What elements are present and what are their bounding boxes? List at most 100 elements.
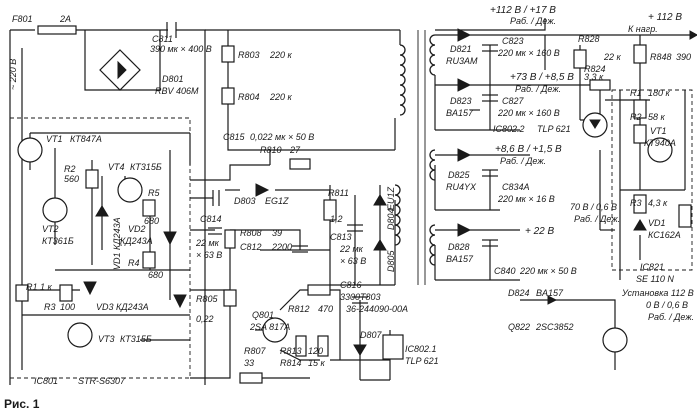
resistor-r803 xyxy=(221,45,235,63)
diode-vd3 xyxy=(83,281,97,296)
label-q801-type: 2SA 817A xyxy=(249,322,290,332)
label-out-22: + 22 В xyxy=(525,226,555,237)
transformer-secondary-coil-1 xyxy=(429,34,436,76)
label-vt2-type: КТ361Б xyxy=(42,236,74,246)
diode-d823 xyxy=(457,78,472,92)
label-d804-type: EU1Z xyxy=(386,186,396,210)
label-c827: C827 xyxy=(502,96,525,106)
label-r813: R813 xyxy=(280,346,302,356)
fuse-f801 xyxy=(37,25,77,35)
label-r805-value: 0,22 xyxy=(196,314,214,324)
label-f801: F801 xyxy=(12,14,33,24)
label-vd2-type: КД243А xyxy=(120,236,153,246)
label-r2-right-value: 58 к xyxy=(648,112,666,122)
label-r2-right: R2 xyxy=(630,112,642,122)
transformer-feedback-coil xyxy=(394,184,401,246)
label-vd2: VD2 xyxy=(128,224,146,234)
label-r810: R810 xyxy=(260,145,282,155)
label-vd1-right: VD1 xyxy=(648,218,666,228)
label-setting: Установка 112 В xyxy=(621,288,694,298)
transistor-vt1 xyxy=(17,137,43,163)
label-r824-value: 3,3 к xyxy=(584,72,604,82)
diode-d825 xyxy=(457,148,472,162)
resistor-r1-right xyxy=(633,99,647,119)
label-r848-value: 390 xyxy=(676,52,691,62)
label-out-73-85: +73 В / +8,5 В xyxy=(510,72,574,83)
label-r812-value: 470 xyxy=(318,304,333,314)
label-r2-value: 560 xyxy=(64,174,79,184)
label-q822-type: 2SC3852 xyxy=(535,322,574,332)
resistor-r814 xyxy=(317,335,329,357)
diode-d804 xyxy=(373,194,387,206)
label-c814: C814 xyxy=(200,214,222,224)
label-c823: C823 xyxy=(502,36,524,46)
zener-vd1-right xyxy=(633,219,647,231)
label-vt4-type: КТ315Б xyxy=(130,162,162,172)
transistor-vt1-right xyxy=(647,137,673,163)
label-vd1-type: КД243А xyxy=(112,217,122,250)
resistor-r3-right xyxy=(633,194,647,214)
label-r848: R848 xyxy=(650,52,672,62)
diode-d821 xyxy=(457,28,472,42)
resistor-r805 xyxy=(223,289,237,307)
label-r5-value: 680 xyxy=(144,216,159,226)
label-c834a: C834A xyxy=(502,182,530,192)
diode-vd1 xyxy=(95,205,109,217)
diode-ic801-protect xyxy=(173,294,187,309)
label-d807: D807 xyxy=(360,330,383,340)
label-mode-4: Раб. / Деж. xyxy=(574,214,620,224)
label-mode-3: Раб. / Деж. xyxy=(500,156,546,166)
label-out-112-17: +112 В / +17 В xyxy=(490,5,556,16)
transistor-vt4 xyxy=(117,177,143,203)
label-d824: D824 xyxy=(508,288,530,298)
label-c814-value-1: 22 мк xyxy=(195,238,220,248)
label-d803: D803 xyxy=(234,196,256,206)
label-vt3-type: КТ315Б xyxy=(120,334,152,344)
label-r804-value: 220 к xyxy=(269,92,293,102)
transformer-secondary-coil-2 xyxy=(429,149,436,181)
label-c811-value: 390 мк × 400 В xyxy=(150,44,212,54)
label-r814-value: 15 к xyxy=(308,358,326,368)
label-r811: R811 xyxy=(328,188,349,198)
transistor-q801 xyxy=(262,317,288,343)
resistor-r2-right xyxy=(633,124,647,144)
resistor-r804 xyxy=(221,87,235,105)
transformer-primary-coil xyxy=(399,44,406,116)
resistor-r4 xyxy=(142,251,156,269)
label-vt1-type: КТ847А xyxy=(70,134,102,144)
optocoupler-led-glyph xyxy=(589,119,601,129)
transistor-vt3 xyxy=(67,322,93,348)
arrow-to-load xyxy=(689,30,697,40)
resistor-right-edge xyxy=(678,204,692,228)
resistor-r5 xyxy=(142,199,156,217)
label-mode-1: Раб. / Деж. xyxy=(510,16,556,26)
label-r1-right-value: 180 к xyxy=(648,88,671,98)
label-r5: R5 xyxy=(148,188,160,198)
label-r807: R807 xyxy=(244,346,267,356)
resistor-r1 xyxy=(15,284,29,302)
resistor-r808 xyxy=(224,229,236,249)
label-q801: Q801 xyxy=(252,310,274,320)
label-d823-type: BA157 xyxy=(446,108,474,118)
label-d821-type: RU3AM xyxy=(446,56,478,66)
label-r2: R2 xyxy=(64,164,76,174)
label-r1-right: R1 xyxy=(630,88,642,98)
label-r3: R3 xyxy=(44,302,56,312)
label-r824: R824 xyxy=(584,64,606,74)
label-c827-value: 220 мк × 160 В xyxy=(497,108,560,118)
label-d825-type: RU4YX xyxy=(446,182,477,192)
label-c823-value: 220 мк × 160 В xyxy=(497,48,560,58)
label-r814: R814 xyxy=(280,358,302,368)
label-r1-value: 1 к xyxy=(40,282,53,292)
label-c815-value: 0,022 мк × 50 В xyxy=(250,132,314,142)
label-r828: R828 xyxy=(578,34,600,44)
label-c813: C813 xyxy=(330,232,352,242)
label-ic801: IC801 xyxy=(34,376,58,386)
resistor-r812 xyxy=(307,284,331,296)
label-r805: R805 xyxy=(196,294,219,304)
label-c815: C815 xyxy=(223,132,246,142)
resistor-r848 xyxy=(633,44,647,64)
label-vd1-right-type: КС162А xyxy=(648,230,681,240)
label-r803: R803 xyxy=(238,50,260,60)
